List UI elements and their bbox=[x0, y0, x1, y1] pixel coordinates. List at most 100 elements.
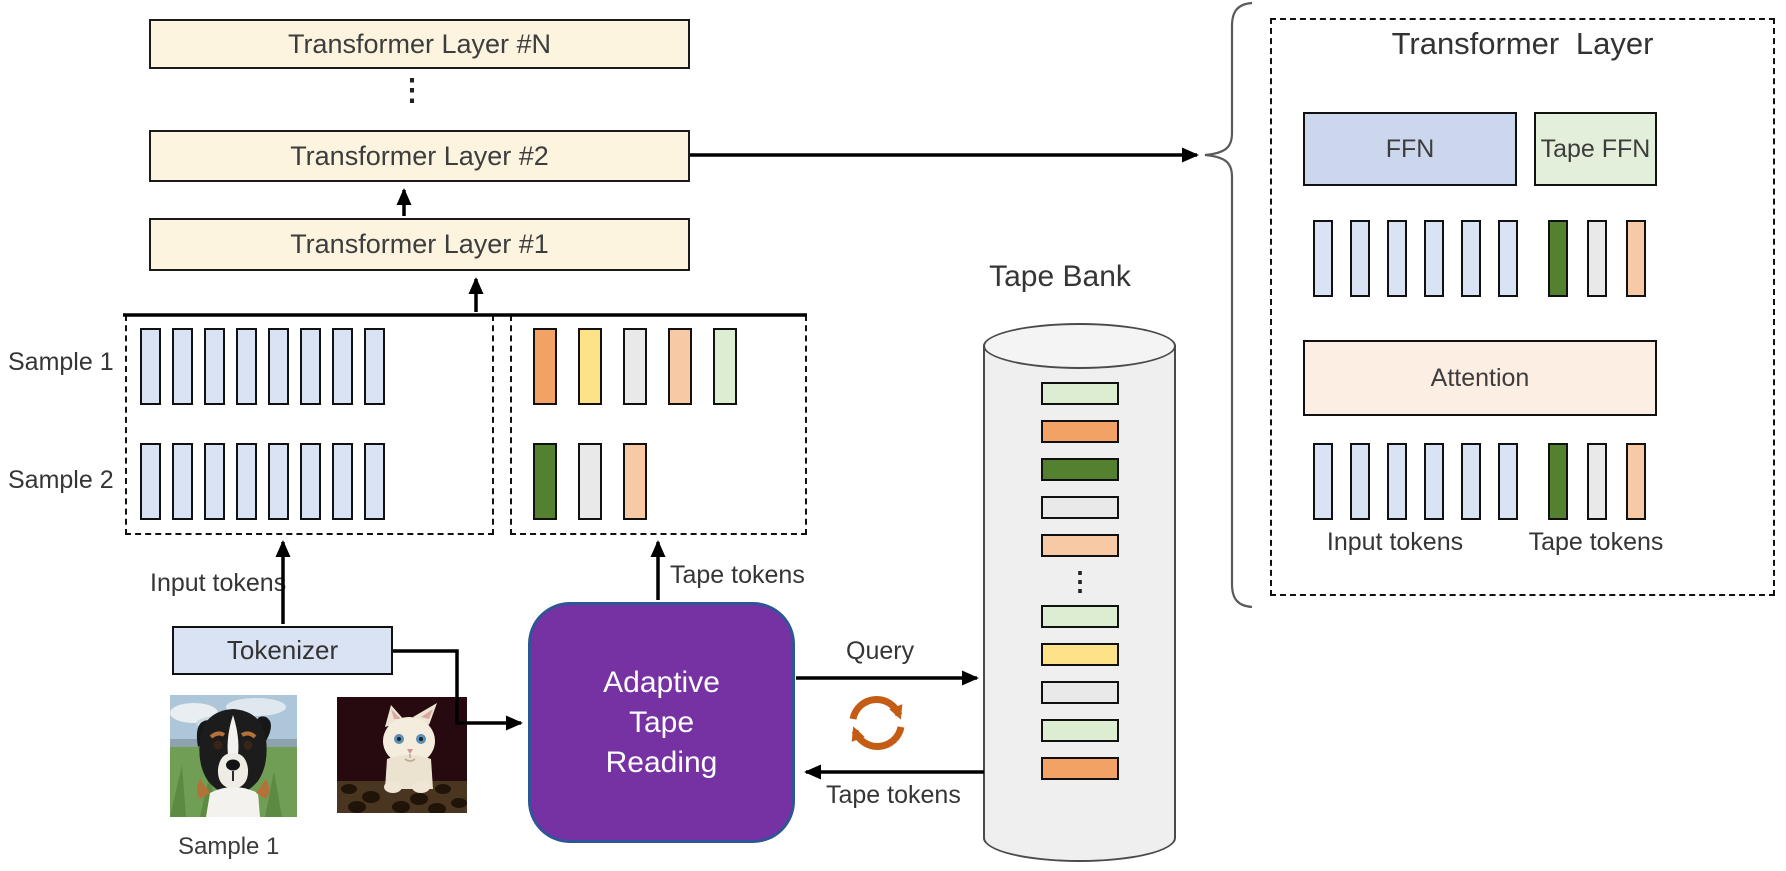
panel-tape-tokens-label: Tape tokens bbox=[1528, 528, 1664, 556]
lightgreen-token bbox=[713, 328, 737, 405]
lightgreen-token bbox=[1041, 605, 1119, 628]
panel-lower-tape-token-row bbox=[1548, 443, 1646, 520]
lightgreen-token bbox=[1041, 719, 1119, 742]
transformer-layer-1-box: Transformer Layer #1 bbox=[149, 218, 690, 271]
lightgreen-token bbox=[1041, 382, 1119, 405]
atr-line1: Adaptive bbox=[603, 665, 720, 699]
panel-title: Transformer Layer bbox=[1391, 26, 1654, 61]
blue-token bbox=[1461, 443, 1481, 520]
peach-token bbox=[1041, 534, 1119, 557]
peach-token bbox=[1626, 220, 1646, 297]
input-tokens-label: Input tokens bbox=[150, 569, 287, 597]
ffn-box: FFN bbox=[1303, 112, 1517, 186]
sample1-row-label: Sample 1 bbox=[8, 348, 114, 376]
blue-token bbox=[204, 443, 225, 520]
input-tokens-box bbox=[125, 315, 494, 535]
sample1-input-token-row bbox=[140, 328, 385, 405]
blue-token bbox=[268, 443, 289, 520]
cat-photo-illustration bbox=[337, 697, 467, 813]
arrow-tokenizer-to-atr bbox=[393, 649, 523, 731]
blue-token bbox=[140, 328, 161, 405]
sample2-input-token-row bbox=[140, 443, 385, 520]
blue-token bbox=[300, 328, 321, 405]
blue-token bbox=[364, 328, 385, 405]
tape-ffn-label: Tape FFN bbox=[1540, 134, 1651, 163]
blue-token bbox=[1424, 220, 1444, 297]
yellow-token bbox=[578, 328, 602, 405]
blue-token bbox=[332, 443, 353, 520]
tokenizer-label: Tokenizer bbox=[226, 635, 339, 665]
attention-box: Attention bbox=[1303, 340, 1657, 416]
orange-token bbox=[1041, 757, 1119, 780]
darkgreen-token bbox=[1548, 220, 1568, 297]
yellow-token bbox=[1041, 643, 1119, 666]
tape-bank-cylinder-top bbox=[983, 323, 1176, 369]
tape-bank-bars: ⋮ bbox=[1041, 382, 1119, 780]
atr-line3: Reading bbox=[605, 745, 718, 779]
sample1-tape-token-row bbox=[533, 328, 737, 405]
panel-lower-input-token-row bbox=[1313, 443, 1518, 520]
blue-token bbox=[1313, 443, 1333, 520]
panel-upper-input-token-row bbox=[1313, 220, 1518, 297]
darkgreen-token bbox=[1041, 458, 1119, 481]
blue-token bbox=[1350, 220, 1370, 297]
blue-token bbox=[1498, 220, 1518, 297]
transformer-layer-n-label: Transformer Layer #N bbox=[287, 28, 552, 59]
sample2-cat-image bbox=[337, 697, 467, 813]
darkgreen-token bbox=[533, 443, 557, 520]
blue-token bbox=[236, 328, 257, 405]
dog-photo-illustration bbox=[170, 695, 297, 817]
tape-tokens-upper-label: Tape tokens bbox=[670, 561, 805, 589]
tape-bank-ellipsis: ⋮ bbox=[1067, 566, 1093, 596]
blue-token bbox=[364, 443, 385, 520]
tokenizer-box: Tokenizer bbox=[172, 626, 393, 675]
tape-tokens-return-label: Tape tokens bbox=[826, 781, 961, 809]
blue-token bbox=[1387, 220, 1407, 297]
peach-token bbox=[668, 328, 692, 405]
blue-token bbox=[236, 443, 257, 520]
gray-token bbox=[1041, 681, 1119, 704]
refresh-icon bbox=[849, 696, 905, 750]
blue-token bbox=[332, 328, 353, 405]
peach-token bbox=[623, 443, 647, 520]
tape-tokens-box bbox=[510, 315, 807, 535]
gray-token bbox=[623, 328, 647, 405]
atr-line2: Tape bbox=[628, 705, 695, 739]
stack-ellipsis: ⋮ bbox=[397, 74, 427, 107]
blue-token bbox=[172, 443, 193, 520]
sample2-tape-token-row bbox=[533, 443, 647, 520]
blue-token bbox=[1424, 443, 1444, 520]
attention-label: Attention bbox=[1430, 363, 1530, 392]
blue-token bbox=[268, 328, 289, 405]
panel-input-tokens-label: Input tokens bbox=[1326, 528, 1464, 556]
blue-token bbox=[1313, 220, 1333, 297]
orange-token bbox=[1041, 420, 1119, 443]
blue-token bbox=[172, 328, 193, 405]
sample1-dog-image bbox=[170, 695, 297, 817]
blue-token bbox=[1387, 443, 1407, 520]
tape-bank-bars-bottom bbox=[1041, 605, 1119, 780]
gray-token bbox=[578, 443, 602, 520]
tape-bank-title: Tape Bank bbox=[989, 260, 1131, 293]
tape-ffn-box: Tape FFN bbox=[1534, 112, 1657, 186]
panel-brace bbox=[1204, 1, 1253, 609]
sample1-image-caption: Sample 1 bbox=[178, 833, 280, 860]
orange-token bbox=[533, 328, 557, 405]
blue-token bbox=[1350, 443, 1370, 520]
transformer-layer-n-box: Transformer Layer #N bbox=[149, 19, 690, 69]
blue-token bbox=[1461, 220, 1481, 297]
peach-token bbox=[1626, 443, 1646, 520]
transformer-layer-1-label: Transformer Layer #1 bbox=[290, 229, 549, 259]
blue-token bbox=[1498, 443, 1518, 520]
query-label: Query bbox=[846, 637, 915, 665]
transformer-layer-2-label: Transformer Layer #2 bbox=[290, 140, 549, 171]
gray-token bbox=[1587, 443, 1607, 520]
darkgreen-token bbox=[1548, 443, 1568, 520]
adaptive-tape-reading-box: Adaptive Tape Reading bbox=[528, 602, 795, 843]
sample2-row-label: Sample 2 bbox=[8, 466, 114, 494]
tape-bank-bars-top bbox=[1041, 382, 1119, 557]
blue-token bbox=[204, 328, 225, 405]
blue-token bbox=[300, 443, 321, 520]
panel-upper-tape-token-row bbox=[1548, 220, 1646, 297]
